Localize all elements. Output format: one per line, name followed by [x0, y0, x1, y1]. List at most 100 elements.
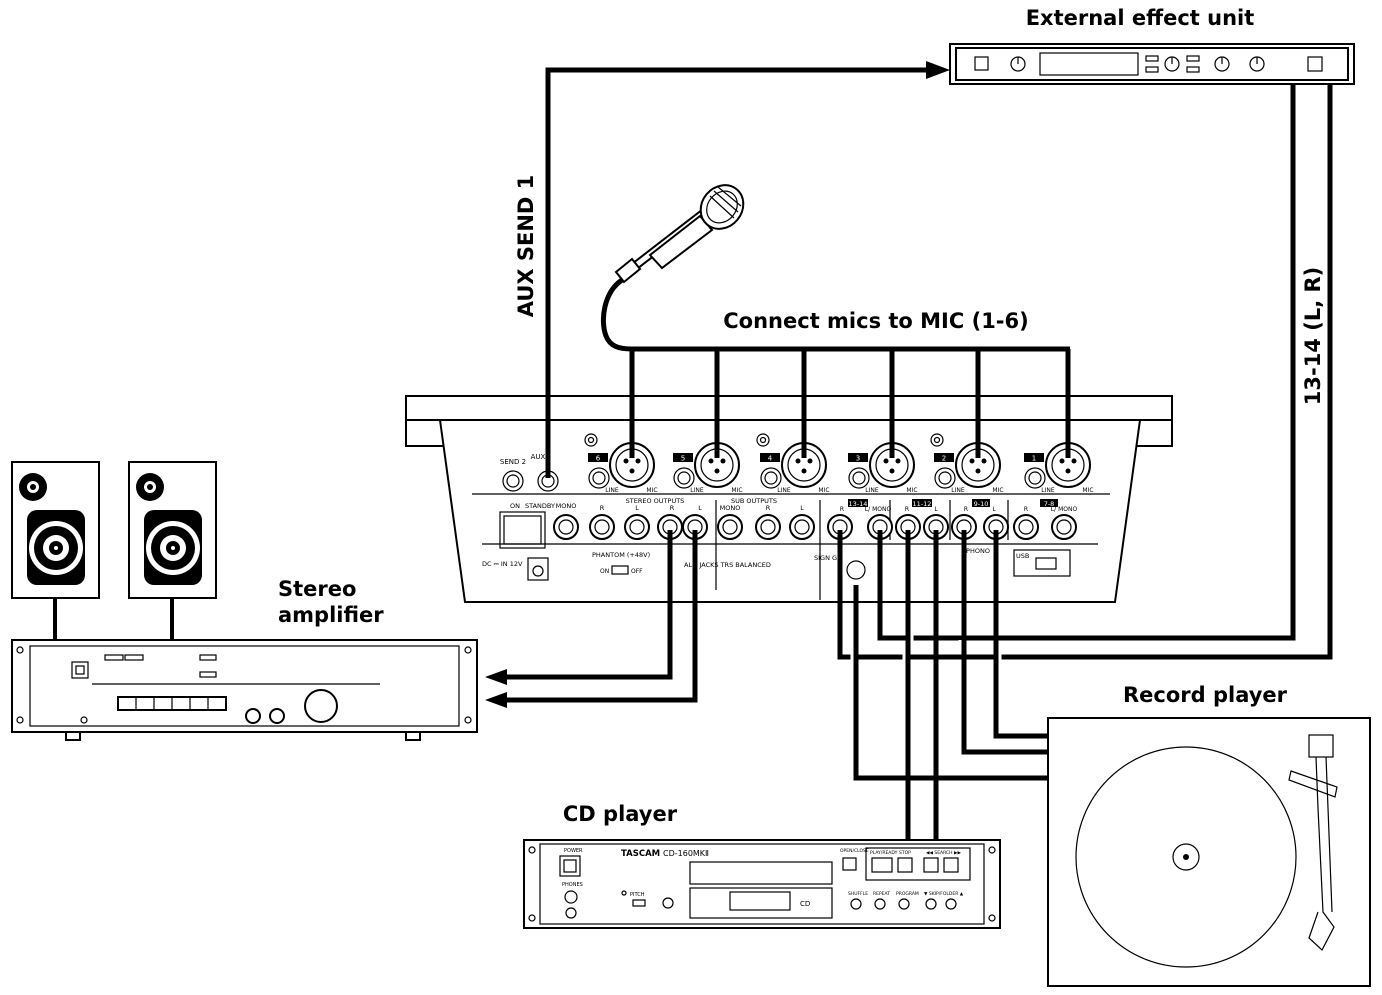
record-player-label: Record player	[1123, 683, 1288, 707]
stereo-xr-label: R	[670, 504, 675, 512]
mic-label: MIC	[1082, 487, 1093, 494]
power-on-label: ON	[510, 502, 520, 510]
cd-phones-label: PHONES	[562, 882, 583, 888]
cd-player: POWER PHONES TASCAM CD-160MKⅡ PITCH CD O…	[523, 839, 1001, 929]
output-jack[interactable]	[1013, 514, 1039, 540]
cd-skip-folder-label: ▼ SKIP/FOLDER ▲	[924, 891, 964, 897]
sub-l-label: L	[800, 504, 804, 512]
stereo-amplifier	[11, 639, 478, 741]
ch7-8-tag: 7-8	[1044, 500, 1055, 508]
mixer-bottom-row: ON STANDBY DC ⎓ IN 12V PHANTOM (+48V) ON…	[482, 497, 1078, 581]
usb-label: USB	[1016, 552, 1029, 560]
cd-open-close-label: OPEN/CLOSE	[840, 848, 869, 854]
effect-unit-label: External effect unit	[1026, 6, 1255, 30]
cd-power-label: POWER	[564, 848, 583, 854]
output-jack[interactable]	[589, 514, 615, 540]
output-jack[interactable]	[755, 514, 781, 540]
cd-stop-label: STOP	[899, 850, 911, 856]
line-jack[interactable]	[848, 467, 870, 489]
cd-pitch-label: PITCH	[630, 892, 645, 898]
line-label: LINE	[690, 487, 704, 494]
mic-label: MIC	[992, 487, 1003, 494]
connect-mics-label: Connect mics to MIC (1-6)	[723, 309, 1028, 333]
cd-player-label: CD player	[563, 802, 678, 826]
output-jack[interactable]	[1051, 514, 1077, 540]
mic-label: MIC	[731, 487, 742, 494]
send2-label: SEND 2	[500, 458, 526, 466]
channel-number: 6	[596, 455, 601, 463]
amplifier-label-line2: amplifier	[278, 603, 384, 627]
cd-shuffle-label: SHUFFLE	[848, 891, 868, 897]
cd-repeat-label: REPEAT	[873, 891, 890, 897]
trim-screw-icon	[584, 433, 598, 447]
line-jack[interactable]	[673, 467, 695, 489]
line-jack[interactable]	[934, 467, 956, 489]
power-standby-label: STANDBY	[525, 502, 555, 510]
ch7-lmono-label: L/ MONO	[1051, 506, 1078, 513]
ch13-lmono-label: L/ MONO	[865, 506, 892, 513]
speakers	[11, 461, 217, 599]
ch9-l-label: L	[992, 506, 996, 513]
speaker-left	[11, 461, 100, 599]
output-jack[interactable]	[624, 514, 650, 540]
sub-mono-label: MONO	[720, 504, 741, 512]
cd-brand: TASCAM	[621, 849, 660, 859]
microphone	[614, 184, 745, 284]
ch11-12-tag: 11-12	[913, 500, 932, 508]
cd-search-label: ◀◀ SEARCH ▶▶	[926, 850, 961, 856]
stereo-xl-label: L	[698, 504, 702, 512]
phantom-label: PHANTOM (+48V)	[592, 551, 650, 559]
cd-play-ready-label: PLAY/READY	[870, 850, 898, 856]
phono-label: PHONO	[966, 547, 990, 555]
line-label: LINE	[1041, 487, 1055, 494]
return-channels-label: 13-14 (L, R)	[1301, 267, 1325, 406]
external-effect-unit	[949, 43, 1355, 85]
sub-outputs-label: SUB OUTPUTS	[731, 497, 777, 505]
sub-r-label: R	[766, 504, 771, 512]
line-jack[interactable]	[760, 467, 782, 489]
ch13-14-tag: 13-14	[849, 500, 868, 508]
stereo-l-label: L	[635, 504, 639, 512]
speaker-right	[128, 461, 217, 599]
cd-logo: CD	[800, 900, 810, 908]
stereo-outputs-label: STEREO OUTPUTS	[626, 497, 685, 505]
cables	[485, 61, 1333, 842]
output-jack[interactable]	[789, 514, 815, 540]
line-label: LINE	[777, 487, 791, 494]
record-player	[1047, 717, 1371, 987]
ch11-r-label: R	[905, 506, 909, 513]
line-jack[interactable]	[1024, 467, 1046, 489]
signal-gnd-label: SIGN GN	[814, 554, 842, 562]
line-label: LINE	[951, 487, 965, 494]
ch7-r-label: R	[1024, 506, 1028, 513]
cd-program-label: PROGRAM	[896, 891, 919, 897]
amplifier-label-line1: Stereo	[278, 577, 356, 601]
mic-label: MIC	[906, 487, 917, 494]
line-jack[interactable]	[588, 467, 610, 489]
output-jack[interactable]	[553, 514, 579, 540]
mic-label: MIC	[646, 487, 657, 494]
channel-number: 5	[681, 455, 685, 463]
channel-number: 1	[1032, 455, 1036, 463]
ch11-l-label: L	[934, 506, 938, 513]
line-label: LINE	[865, 487, 879, 494]
mono-label: MONO	[556, 502, 577, 510]
output-jack[interactable]	[717, 514, 743, 540]
dc-in-label: DC ⎓ IN 12V	[482, 560, 523, 568]
aux-send-label: AUX SEND 1	[514, 175, 538, 318]
cd-model: CD-160MKⅡ	[663, 849, 709, 858]
jacks-trs-label: AL * JACKS TRS BALANCED	[684, 561, 771, 569]
stereo-r-label: R	[600, 504, 605, 512]
ch9-10-tag: 9-10	[974, 500, 989, 508]
ch13-r-label: R	[840, 506, 844, 513]
phantom-on-label: ON	[600, 568, 609, 575]
aux-label: AUX	[531, 453, 546, 461]
ch9-r-label: R	[964, 506, 968, 513]
phantom-off-label: OFF	[631, 568, 643, 575]
